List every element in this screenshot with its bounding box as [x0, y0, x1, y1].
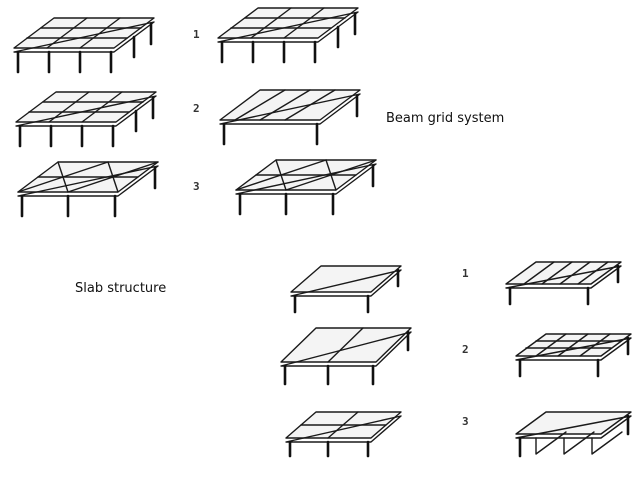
beam-grid-label: Beam grid system	[386, 111, 505, 126]
beam-grid-fig-3a	[16, 160, 160, 218]
beam-grid-fig-2a	[14, 90, 158, 148]
beam-grid-fig-3b	[234, 158, 378, 216]
beam-grid-fig-1a	[12, 16, 156, 74]
beam-figure-number: 3	[193, 180, 200, 193]
slab-fig-1b	[504, 260, 623, 306]
slab-fig-3a	[284, 410, 403, 458]
slab-figure-number: 1	[462, 267, 469, 280]
beam-grid-fig-2b	[218, 88, 362, 146]
slab-figure-number: 3	[462, 415, 469, 428]
beam-grid-fig-1b	[216, 6, 360, 64]
beam-figure-number: 2	[193, 102, 200, 115]
slab-figure-number: 2	[462, 343, 469, 356]
beam-figure-number: 1	[193, 28, 200, 41]
slab-fig-1a	[289, 264, 403, 314]
slab-fig-3b	[514, 410, 633, 458]
slab-structure-label: Slab structure	[75, 281, 167, 296]
slab-fig-2a	[279, 326, 413, 386]
slab-fig-2b	[514, 332, 633, 378]
